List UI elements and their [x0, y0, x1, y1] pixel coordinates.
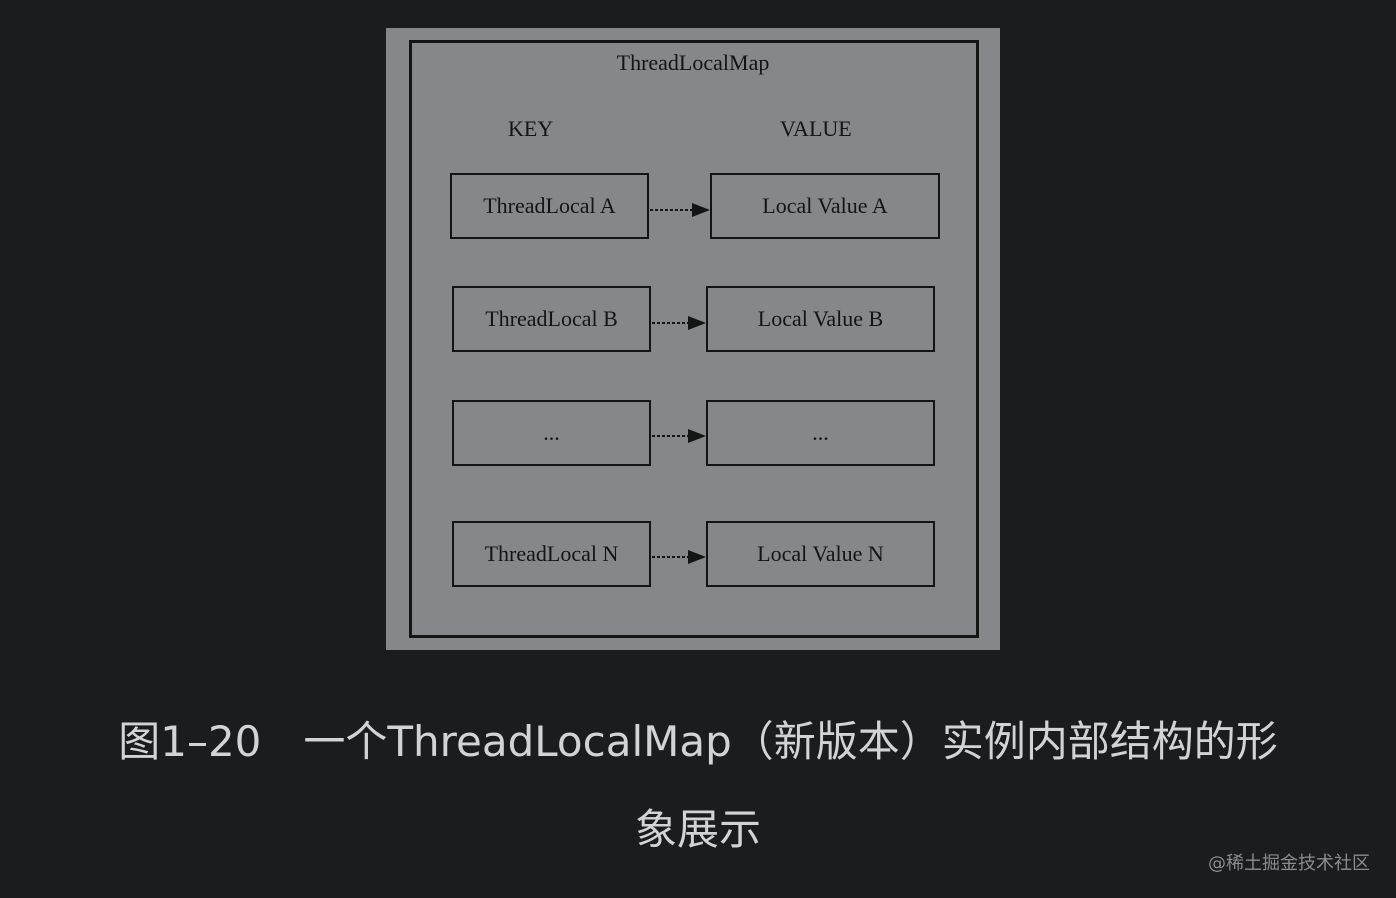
value-column-header: VALUE [780, 116, 852, 141]
key-column-header: KEY [508, 116, 554, 141]
value-node-a: Local Value A [710, 173, 940, 239]
arrow-a [650, 203, 710, 217]
key-node-a: ThreadLocal A [450, 173, 649, 239]
value-node-ellipsis: ... [706, 400, 935, 466]
key-node-ellipsis: ... [452, 400, 651, 466]
figure-caption-line-1: 图1–20 一个ThreadLocalMap（新版本）实例内部结构的形 [118, 717, 1278, 766]
map-title: ThreadLocalMap [616, 50, 770, 75]
threadlocalmap-figure: ThreadLocalMap KEY VALUE ThreadLocal A L… [386, 28, 1000, 650]
figure-caption-line-2: 象展示 [634, 805, 761, 854]
arrow-b [652, 316, 706, 330]
watermark: @稀土掘金技术社区 [1208, 853, 1370, 874]
key-node-b: ThreadLocal B [452, 286, 651, 352]
key-node-n: ThreadLocal N [452, 521, 651, 587]
arrow-ellipsis [652, 429, 706, 443]
mapping-arrows [650, 203, 710, 564]
map-frame [409, 40, 979, 638]
value-node-n: Local Value N [706, 521, 935, 587]
value-node-b: Local Value B [706, 286, 935, 352]
arrow-n [652, 550, 706, 564]
